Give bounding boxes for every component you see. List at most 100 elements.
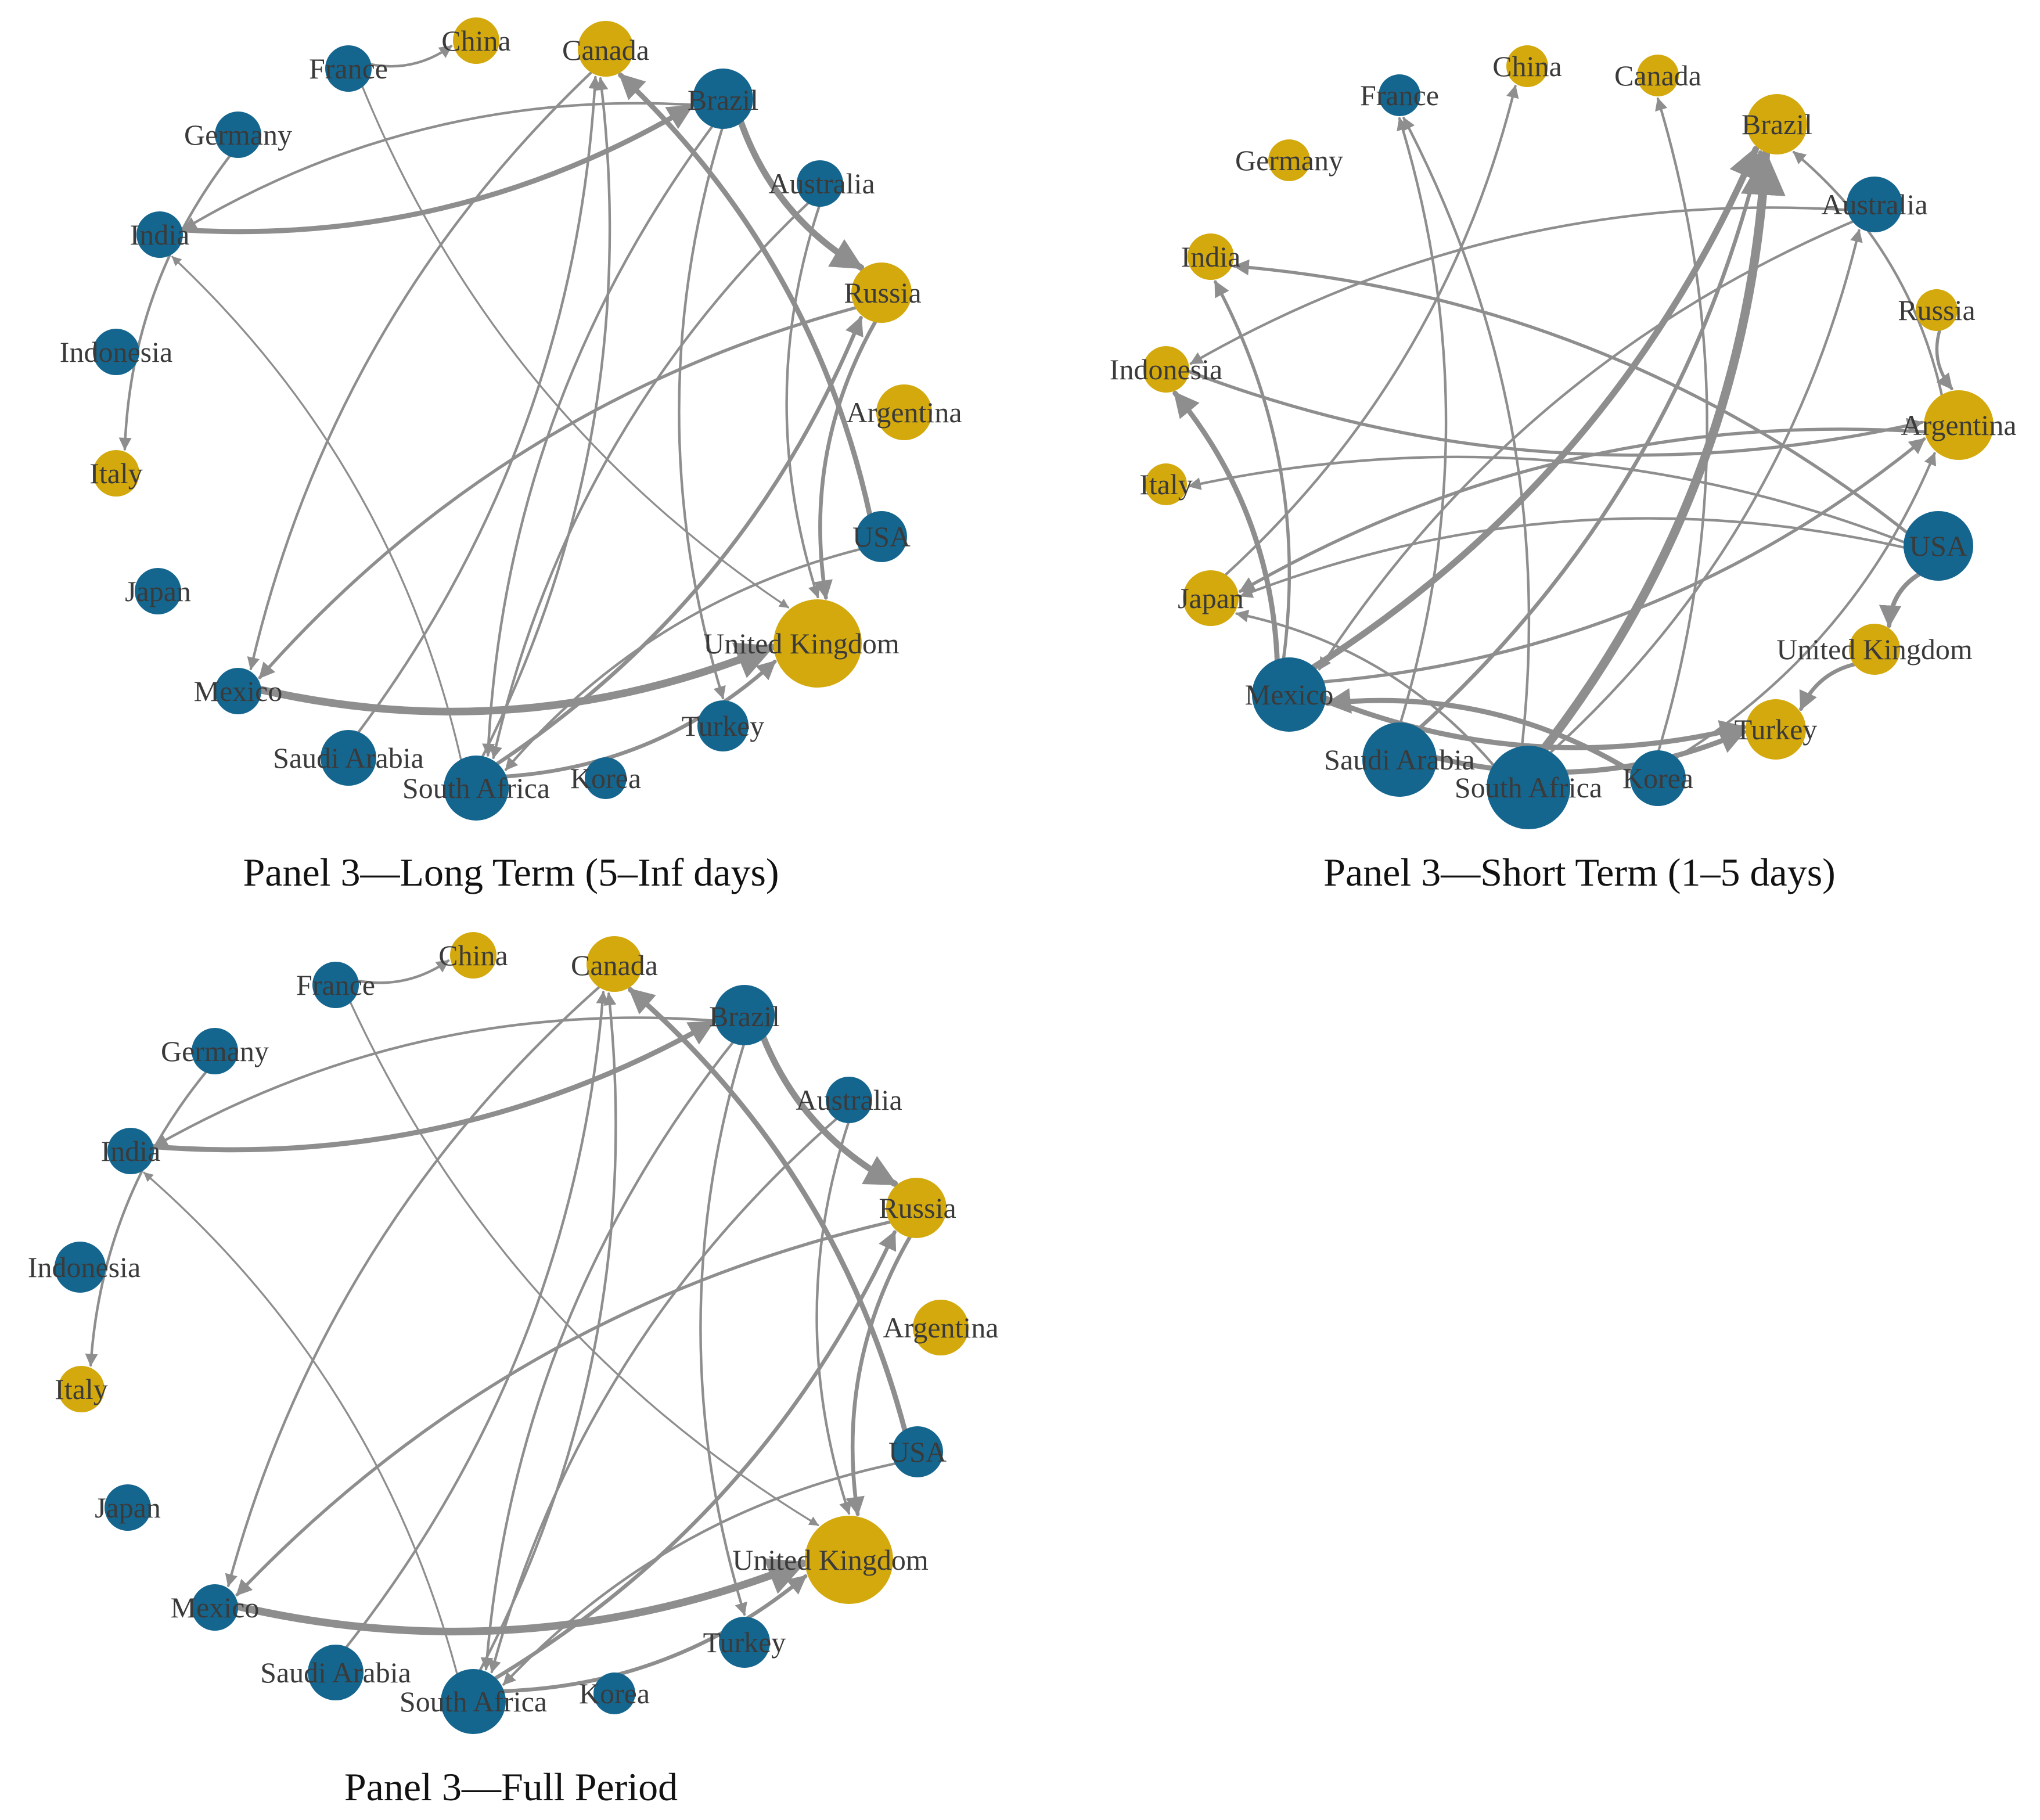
edge-mexico-to-india xyxy=(1214,280,1291,664)
node-label-south-africa: South Africa xyxy=(1455,771,1602,804)
edge-usa-to-italy xyxy=(1188,455,1909,545)
edge-russia-to-argentina xyxy=(1935,327,1953,390)
node-label-united-kingdom: United Kingdom xyxy=(703,627,900,660)
node-germany xyxy=(215,111,261,158)
node-label-india: India xyxy=(101,1135,161,1167)
edge-mexico-to-indonesia xyxy=(1172,390,1280,666)
node-label-mexico: Mexico xyxy=(194,675,283,707)
node-turkey xyxy=(719,1617,770,1668)
node-australia xyxy=(797,160,843,207)
node-mexico xyxy=(1252,657,1326,732)
node-label-saudi-arabia: Saudi Arabia xyxy=(1324,743,1475,776)
edge-korea-to-mexico xyxy=(1325,688,1636,775)
edge-japan-to-china xyxy=(1222,85,1519,578)
edge-united-kingdom-to-turkey xyxy=(1799,661,1859,711)
edge-brazil-to-south-africa xyxy=(480,1039,736,1671)
node-label-france: France xyxy=(296,969,375,1001)
node-label-mexico: Mexico xyxy=(171,1591,260,1624)
node-france xyxy=(325,45,372,92)
edge-france-to-united-kingdom xyxy=(361,84,790,609)
node-label-argentina: Argentina xyxy=(883,1311,998,1344)
edge-south-africa-to-canada xyxy=(480,77,611,761)
node-australia xyxy=(1847,177,1902,232)
node-label-united-kingdom: United Kingdom xyxy=(732,1544,929,1576)
node-label-china: China xyxy=(441,24,510,57)
node-label-turkey: Turkey xyxy=(1735,713,1818,746)
node-label-mexico: Mexico xyxy=(1245,678,1334,711)
node-india xyxy=(136,211,183,258)
node-label-usa: USA xyxy=(888,1436,947,1468)
node-russia xyxy=(1916,289,1958,331)
edge-usa-to-united-kingdom xyxy=(1879,570,1924,628)
node-canada xyxy=(1637,55,1679,96)
node-label-italy: Italy xyxy=(1139,468,1193,501)
node-korea xyxy=(1630,750,1686,806)
edge-australia-to-mexico xyxy=(1318,219,1857,671)
edge-south-africa-to-india xyxy=(171,256,463,764)
edge-south-africa-to-japan xyxy=(1235,609,1498,769)
edge-germany-to-italy xyxy=(85,1069,208,1367)
node-label-australia: Australia xyxy=(796,1084,902,1116)
node-label-canada: Canada xyxy=(571,949,658,981)
edge-south-africa-to-russia xyxy=(492,316,864,768)
node-label-brazil: Brazil xyxy=(1742,108,1812,141)
node-label-turkey: Turkey xyxy=(682,710,765,742)
edge-south-africa-to-india xyxy=(143,1171,459,1678)
edge-india-to-brazil xyxy=(148,1019,715,1153)
edge-saudi-arabia-to-turkey xyxy=(1430,729,1746,775)
node-italy xyxy=(58,1366,105,1412)
node-brazil xyxy=(693,69,753,129)
node-label-brazil: Brazil xyxy=(688,84,758,116)
node-label-italy: Italy xyxy=(89,457,143,490)
node-china xyxy=(1506,45,1548,87)
edge-russia-to-united-kingdom xyxy=(814,317,879,600)
edge-australia-to-indonesia xyxy=(1189,206,1852,365)
node-label-korea: Korea xyxy=(579,1677,650,1710)
node-argentina xyxy=(1924,390,1994,460)
node-united-kingdom xyxy=(773,599,862,688)
node-turkey xyxy=(1746,699,1806,760)
node-label-indonesia: Indonesia xyxy=(1110,353,1222,386)
node-japan xyxy=(1183,570,1239,626)
node-indonesia xyxy=(1143,346,1189,393)
node-united-kingdom xyxy=(805,1516,893,1604)
edge-south-africa-to-united-kingdom xyxy=(498,1574,808,1693)
edge-south-africa-to-brazil xyxy=(1537,150,1786,757)
edge-usa-to-south-africa xyxy=(502,1462,899,1686)
node-south-africa xyxy=(441,1669,506,1734)
node-label-turkey: Turkey xyxy=(703,1626,786,1659)
node-label-brazil: Brazil xyxy=(709,1000,780,1033)
node-usa xyxy=(856,511,907,562)
edge-usa-to-india xyxy=(1233,259,1911,536)
edge-usa-to-japan xyxy=(1239,517,1909,598)
edge-korea-to-canada xyxy=(1655,97,1708,754)
node-mexico xyxy=(215,668,261,714)
edge-usa-to-canada xyxy=(628,987,908,1435)
edge-france-to-china xyxy=(355,959,450,984)
edge-russia-to-mexico xyxy=(235,1220,895,1596)
edge-mexico-to-united-kingdom xyxy=(232,1558,807,1636)
node-label-indonesia: Indonesia xyxy=(28,1251,141,1283)
node-label-germany: Germany xyxy=(1235,144,1343,177)
edge-brazil-to-turkey xyxy=(699,1041,747,1616)
node-label-saudi-arabia: Saudi Arabia xyxy=(260,1656,411,1689)
edge-south-africa-to-united-kingdom xyxy=(501,659,777,779)
edge-india-to-brazil xyxy=(177,103,694,235)
node-australia xyxy=(826,1077,872,1123)
node-label-russia: Russia xyxy=(879,1192,956,1224)
edge-indonesia-to-argentina xyxy=(1185,369,1923,457)
node-japan xyxy=(135,568,181,614)
node-label-france: France xyxy=(309,52,388,85)
node-label-russia: Russia xyxy=(1898,294,1975,326)
edge-saudi-arabia-to-france xyxy=(1397,117,1448,728)
edge-usa-to-canada xyxy=(618,72,873,519)
node-brazil xyxy=(1747,94,1807,154)
node-china xyxy=(450,932,496,979)
node-germany xyxy=(1268,139,1310,181)
node-usa xyxy=(1904,511,1973,581)
node-india xyxy=(107,1128,154,1174)
node-label-russia: Russia xyxy=(844,276,921,309)
